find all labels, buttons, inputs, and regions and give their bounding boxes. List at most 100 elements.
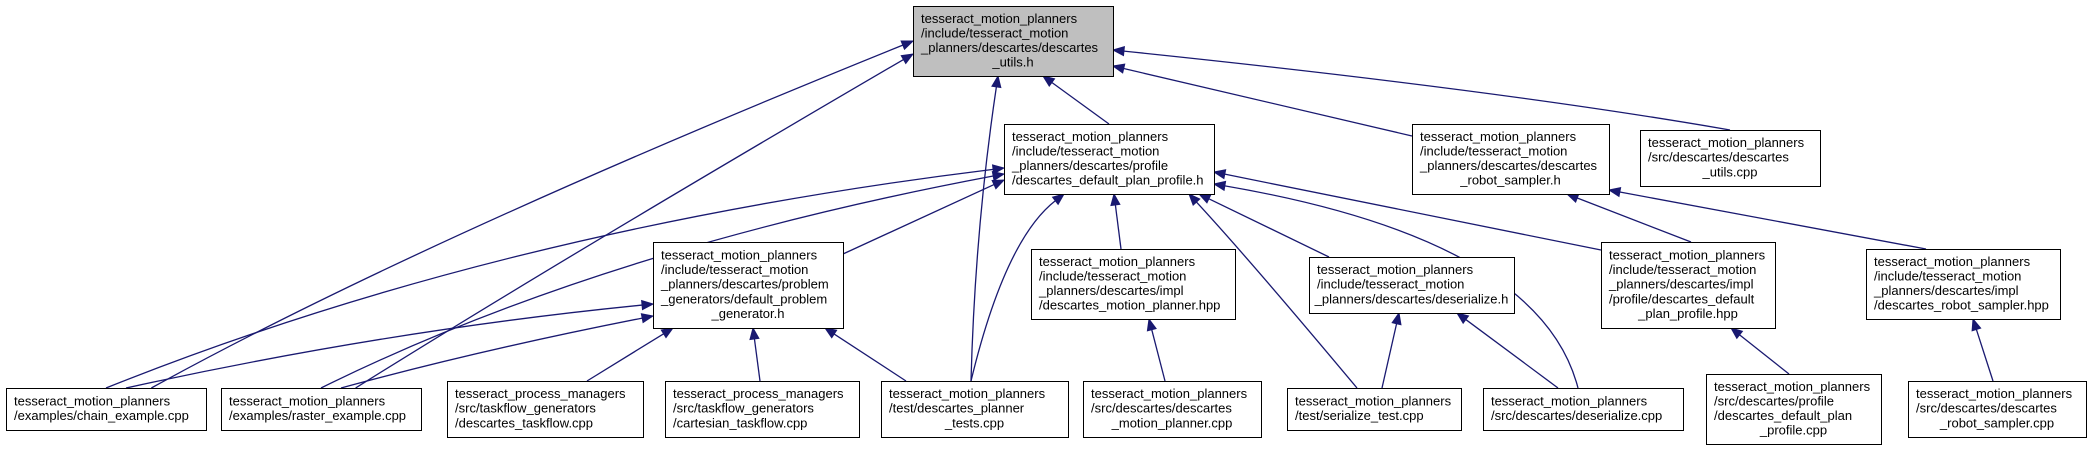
arrowhead-chain_example-to-plan_profile_h (991, 164, 1006, 175)
edge-raster_example-to-plan_profile_h (320, 175, 994, 389)
node-chain_example[interactable]: tesseract_motion_planners/examples/chain… (6, 388, 207, 431)
node-problem_gen_h[interactable]: tesseract_motion_planners/include/tesser… (653, 242, 844, 329)
node-impl_robot_sampler_hpp[interactable]: tesseract_motion_planners/include/tesser… (1866, 249, 2061, 320)
node-label-line: /src/taskflow_generators (455, 401, 596, 416)
node-box (1601, 242, 1776, 329)
node-box (1004, 124, 1215, 195)
arrowhead-planner_tests-to-problem_gen_h (823, 327, 838, 339)
node-impl_plan_profile_hpp[interactable]: tesseract_motion_planners/include/tesser… (1601, 242, 1776, 329)
arrowhead-robot_sampler_cpp-to-impl_robot_sampler_hpp (1971, 317, 1982, 332)
arrowhead-robot_sampler_h-to-root (1111, 63, 1126, 74)
arrowhead-motion_planner_hpp-to-plan_profile_h (1110, 192, 1121, 207)
node-planner_tests[interactable]: tesseract_motion_planners/test/descartes… (881, 381, 1069, 438)
arrowhead-raster_example-to-root (900, 53, 915, 65)
node-label-line: _planners/descartes/descartes (920, 40, 1099, 55)
edge-serialize_test-to-deserialize_h (1381, 323, 1398, 389)
arrowhead-chain_example-to-root (900, 40, 915, 51)
arrowhead-impl_plan_profile_hpp-to-robot_sampler_h (1565, 193, 1580, 204)
node-label-line: tesseract_motion_planners (14, 393, 171, 408)
node-label-line: tesseract_motion_planners (1648, 135, 1805, 150)
edge-planner_tests-to-problem_gen_h (833, 333, 907, 382)
node-robot_sampler_h[interactable]: tesseract_motion_planners/include/tesser… (1412, 124, 1610, 195)
node-label-line: /src/taskflow_generators (673, 401, 814, 416)
arrowhead-impl_robot_sampler_hpp-to-robot_sampler_h (1607, 186, 1622, 198)
edge-plan_profile_h-to-root (1051, 81, 1110, 125)
node-label-line: tesseract_motion_planners (1491, 393, 1648, 408)
node-label-line: /test/serialize_test.cpp (1295, 408, 1424, 423)
node-label-line: _planners/descartes/impl (1038, 283, 1184, 298)
edge-problem_gen_h-to-plan_profile_h (842, 184, 995, 255)
node-label-line: /examples/chain_example.cpp (14, 408, 189, 423)
edge-motion_planner_cpp-to-motion_planner_hpp (1151, 329, 1166, 382)
node-label-line: /descartes_default_plan (1714, 408, 1852, 423)
edge-plan_profile_cpp-to-impl_plan_profile_hpp (1739, 334, 1790, 375)
edge-motion_planner_hpp-to-plan_profile_h (1114, 204, 1122, 250)
node-label-line: _generators/default_problem (660, 291, 827, 306)
arrowhead-serialize_test-to-deserialize_h (1391, 311, 1402, 326)
node-label-line: tesseract_motion_planners (1714, 379, 1871, 394)
node-plan_profile_h[interactable]: tesseract_motion_planners/include/tesser… (1004, 124, 1215, 195)
arrowhead-problem_gen_h-to-plan_profile_h (991, 179, 1006, 190)
edge-chain_example-to-plan_profile_h (105, 168, 994, 389)
edge-chain_example-to-root (151, 44, 904, 389)
node-label-line: /include/tesseract_motion (1874, 268, 2021, 283)
node-label-line: /include/tesseract_motion (1317, 277, 1464, 292)
node-label-line: _robot_sampler.h (1459, 173, 1560, 188)
node-label-line: tesseract_motion_planners (1916, 386, 2073, 401)
node-box (1706, 374, 1882, 445)
edge-impl_plan_profile_hpp-to-plan_profile_h (1224, 173, 1602, 251)
arrowhead-plan_profile_h-to-root (1041, 75, 1056, 88)
node-label-line: _planners/descartes/descartes (1419, 158, 1598, 173)
node-box (1031, 249, 1236, 320)
node-raster_example[interactable]: tesseract_motion_planners/examples/raste… (221, 388, 422, 431)
arrowhead-plan_profile_cpp-to-impl_plan_profile_hpp (1729, 327, 1744, 340)
node-box (653, 242, 844, 329)
node-label-line: /include/tesseract_motion (1609, 262, 1756, 277)
node-label-line: tesseract_motion_planners (1091, 386, 1248, 401)
node-robot_sampler_cpp[interactable]: tesseract_motion_planners/src/descartes/… (1908, 381, 2087, 438)
node-label-line: _generator.h (710, 306, 784, 321)
node-box (1908, 381, 2087, 438)
node-label-line: tesseract_process_managers (673, 386, 844, 401)
arrowhead-utils_cpp-to-root (1111, 45, 1125, 57)
node-label-line: /src/descartes/deserialize.cpp (1491, 408, 1662, 423)
node-label-line: _planners/descartes/impl (1608, 277, 1754, 292)
edge-taskflow_cpp-to-problem_gen_h (586, 333, 664, 382)
node-box (1083, 381, 1262, 438)
edge-impl_plan_profile_hpp-to-robot_sampler_h (1577, 197, 1692, 243)
arrowhead-chain_example-to-problem_gen_h (641, 299, 655, 311)
node-deserialize_cpp[interactable]: tesseract_motion_planners/src/descartes/… (1483, 388, 1684, 431)
node-serialize_test[interactable]: tesseract_motion_planners/test/serialize… (1287, 388, 1462, 431)
edge-deserialize_cpp-to-deserialize_h (1465, 319, 1559, 389)
node-cartesian_taskflow_cpp[interactable]: tesseract_process_managers/src/taskflow_… (665, 381, 860, 438)
node-label-line: /include/tesseract_motion (1039, 268, 1186, 283)
arrowhead-planner_tests-to-root (991, 74, 1002, 89)
edge-serialize_test-to-plan_profile_h (1195, 201, 1358, 389)
node-box (1640, 130, 1821, 187)
edge-deserialize_h-to-plan_profile_h (1208, 198, 1330, 258)
node-label-line: /include/tesseract_motion (1012, 143, 1159, 158)
arrowhead-planner_tests-to-plan_profile_h (1051, 193, 1066, 206)
node-deserialize_h[interactable]: tesseract_motion_planners/include/tesser… (1309, 257, 1515, 314)
node-label-line: /examples/raster_example.cpp (229, 408, 406, 423)
node-label-line: /include/tesseract_motion (921, 25, 1068, 40)
edge-robot_sampler_h-to-root (1123, 67, 1413, 137)
node-label-line: tesseract_motion_planners (1317, 262, 1474, 277)
node-motion_planner_hpp[interactable]: tesseract_motion_planners/include/tesser… (1031, 249, 1236, 320)
node-motion_planner_cpp[interactable]: tesseract_motion_planners/src/descartes/… (1083, 381, 1262, 438)
edge-raster_example-to-root (355, 58, 904, 389)
node-root[interactable]: tesseract_motion_planners/include/tesser… (913, 6, 1114, 77)
node-box (1309, 257, 1515, 314)
node-box (1866, 249, 2061, 320)
arrowhead-motion_planner_cpp-to-motion_planner_hpp (1146, 317, 1157, 332)
node-label-line: _planners/descartes/deserialize.h (1314, 291, 1509, 306)
node-label-line: /descartes_robot_sampler.hpp (1874, 298, 2049, 313)
node-taskflow_cpp[interactable]: tesseract_process_managers/src/taskflow_… (447, 381, 644, 438)
edge-utils_cpp-to-root (1123, 50, 1731, 131)
arrowhead-serialize_test-to-plan_profile_h (1188, 193, 1201, 207)
node-utils_cpp[interactable]: tesseract_motion_planners/src/descartes/… (1640, 130, 1821, 187)
node-plan_profile_cpp[interactable]: tesseract_motion_planners/src/descartes/… (1706, 374, 1882, 445)
node-label-line: tesseract_motion_planners (1420, 129, 1577, 144)
node-label-line: /src/descartes/descartes (1091, 401, 1232, 416)
node-label-line: tesseract_motion_planners (661, 248, 818, 263)
